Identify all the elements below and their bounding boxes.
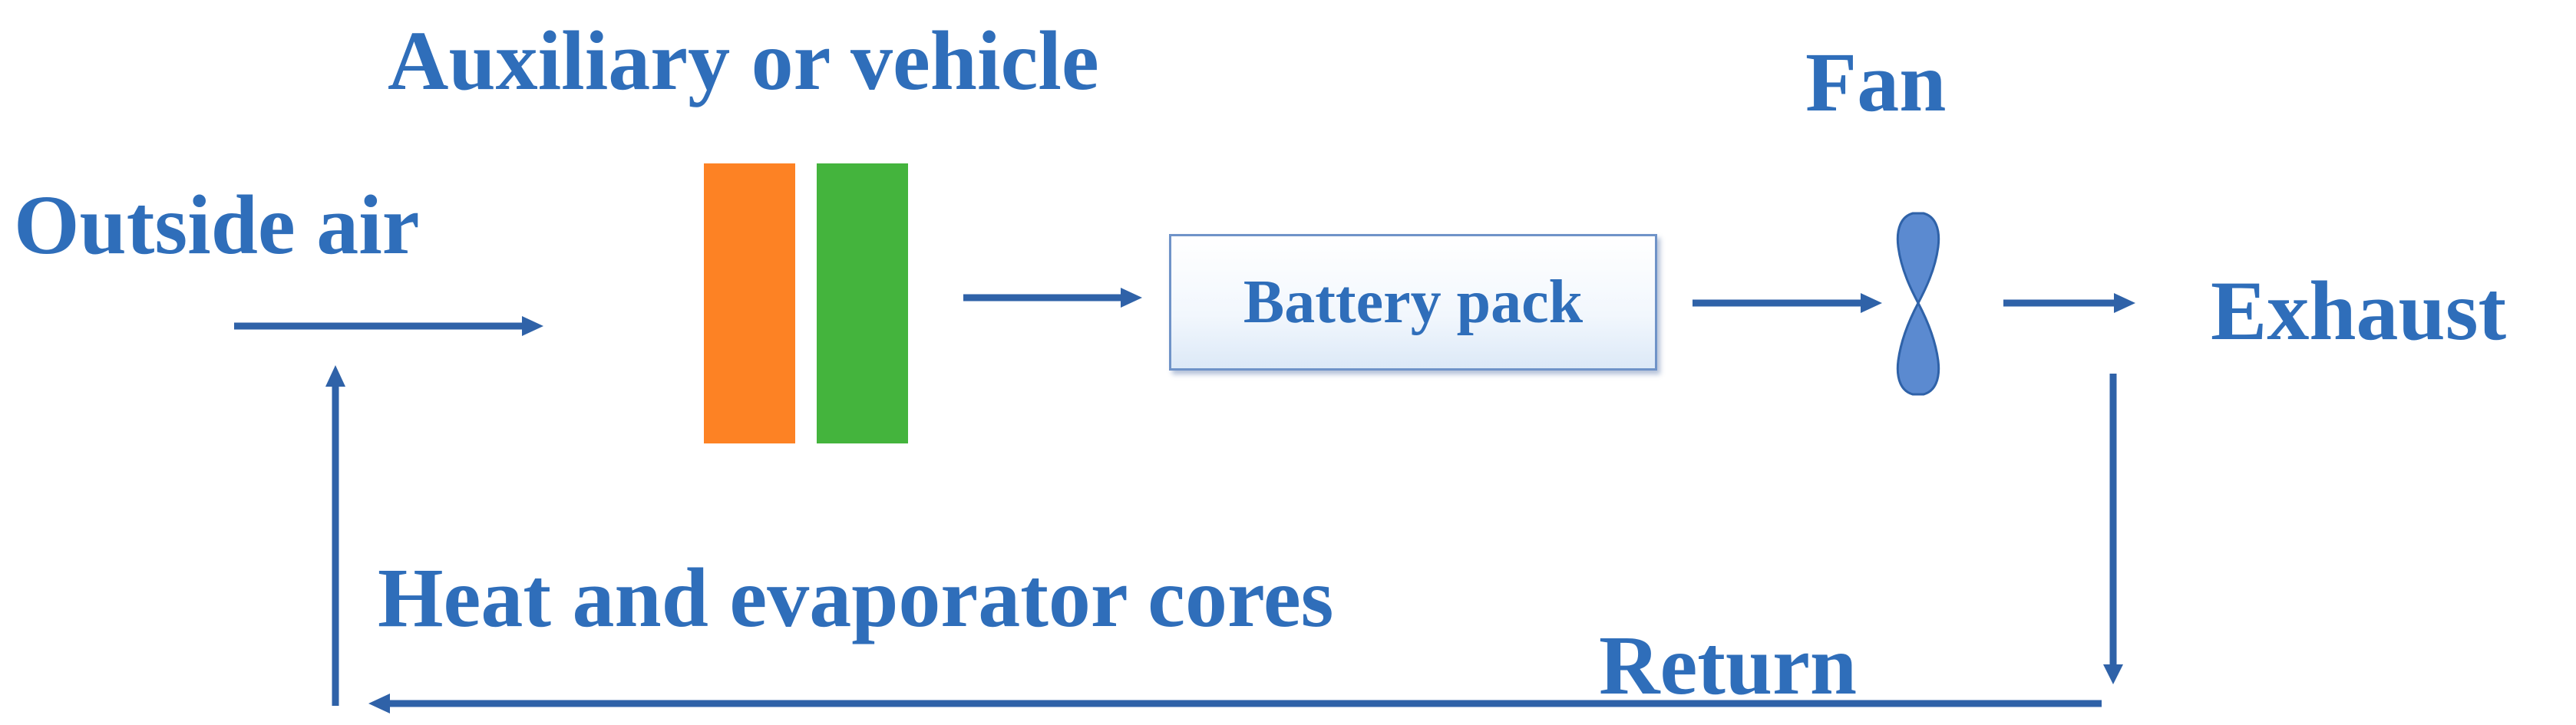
- outside-air-label: Outside air: [14, 178, 420, 272]
- arrow-outside-air-in-head: [522, 316, 543, 336]
- return-label: Return: [1599, 618, 1858, 712]
- arrow-return-down-head: [2103, 664, 2123, 684]
- battery-pack-box: Battery pack: [1169, 234, 1657, 371]
- auxiliary-or-vehicle-label: Auxiliary or vehicle: [388, 14, 1099, 107]
- arrow-return-up-head: [325, 365, 345, 387]
- evaporator-core-block: [817, 163, 908, 443]
- fan-label: Fan: [1805, 35, 1947, 129]
- arrow-return-bottom-head: [368, 694, 390, 713]
- arrow-battery-to-fan-head: [1861, 293, 1882, 313]
- heat-and-evaporator-cores-label: Heat and evaporator cores: [378, 551, 1334, 644]
- exhaust-label: Exhaust: [2211, 264, 2507, 358]
- fan-icon: [1896, 212, 1940, 396]
- arrow-cores-to-battery-head: [1121, 288, 1142, 308]
- arrow-fan-to-exhaust-head: [2114, 293, 2135, 313]
- heater-core-block: [704, 163, 795, 443]
- battery-pack-label: Battery pack: [1243, 269, 1584, 336]
